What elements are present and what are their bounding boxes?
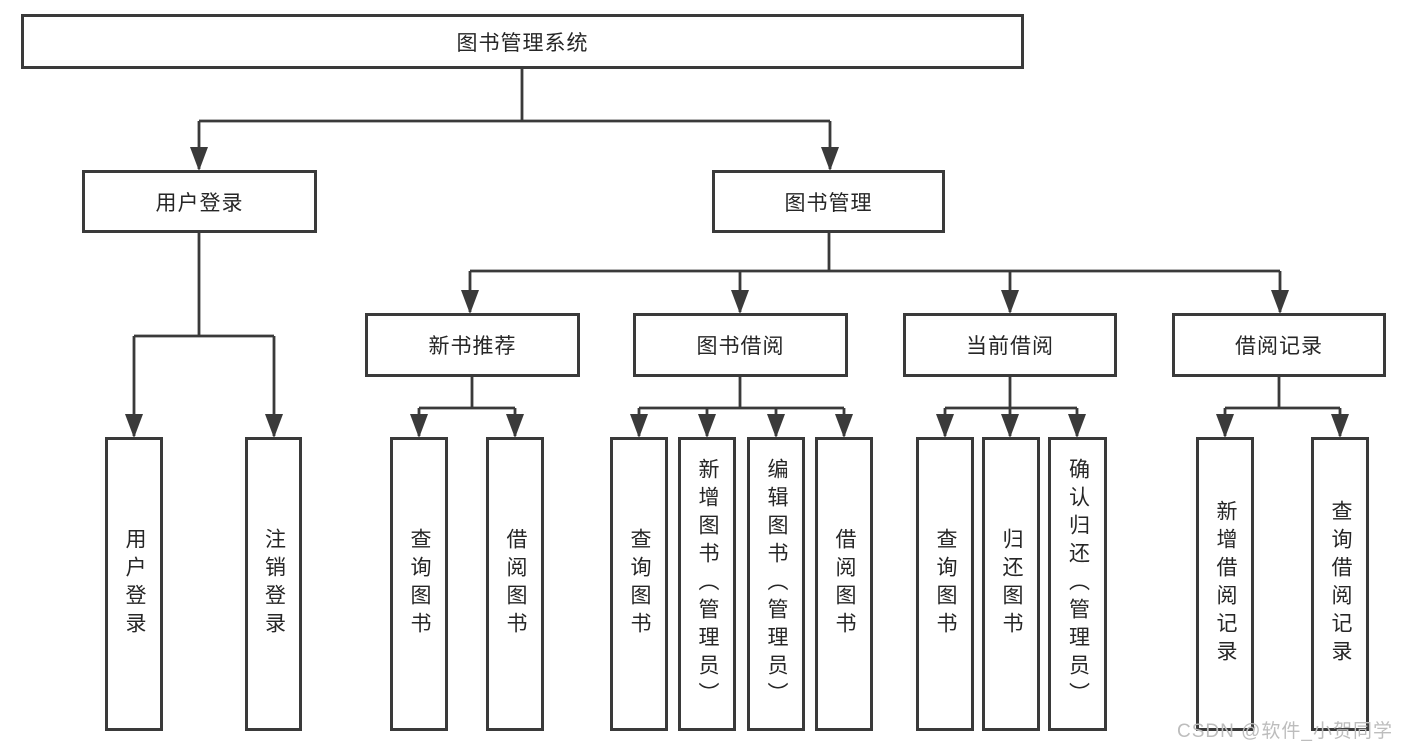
leaf-edit-books-admin-label: 编辑图书（管理员） — [765, 458, 788, 710]
node-current-borrow: 当前借阅 — [903, 313, 1117, 377]
leaf-add-borrow-record-label: 新增借阅记录 — [1214, 500, 1237, 668]
csdn-watermark: CSDN @软件_小贺同学 — [1177, 721, 1393, 742]
node-user-login-label: 用户登录 — [155, 191, 244, 215]
leaf-borrow-books-label: 借阅图书 — [833, 528, 856, 640]
node-book-borrow: 图书借阅 — [633, 313, 848, 377]
leaf-query-borrow-record: 查询借阅记录 — [1311, 437, 1369, 731]
leaf-add-books-admin: 新增图书（管理员） — [678, 437, 736, 731]
node-new-book-recommend: 新书推荐 — [365, 313, 580, 377]
node-borrow-records-label: 借阅记录 — [1235, 335, 1323, 358]
node-borrow-records: 借阅记录 — [1172, 313, 1386, 377]
leaf-query-books-borrow: 查询图书 — [610, 437, 668, 731]
leaf-edit-books-admin: 编辑图书（管理员） — [747, 437, 805, 731]
leaf-confirm-return-admin-label: 确认归还（管理员） — [1066, 458, 1090, 710]
leaf-logout-label: 注销登录 — [262, 528, 286, 640]
tree-trunk-lines — [134, 69, 1340, 410]
node-root: 图书管理系统 — [21, 14, 1024, 69]
node-root-label: 图书管理系统 — [456, 31, 589, 55]
leaf-query-books-recommend-label: 查询图书 — [408, 528, 431, 640]
leaf-user-login-label: 用户登录 — [123, 528, 146, 640]
leaf-confirm-return-admin: 确认归还（管理员） — [1048, 437, 1107, 731]
leaf-borrow-books-recommend-label: 借阅图书 — [504, 528, 527, 640]
leaf-return-books-label: 归还图书 — [1000, 528, 1023, 640]
node-book-borrow-label: 图书借阅 — [696, 335, 785, 358]
leaf-query-books-recommend: 查询图书 — [390, 437, 448, 731]
leaf-query-books-current: 查询图书 — [916, 437, 974, 731]
node-new-book-recommend-label: 新书推荐 — [428, 335, 517, 358]
leaf-query-books-current-label: 查询图书 — [934, 528, 957, 640]
node-book-management-label: 图书管理 — [784, 191, 873, 215]
leaf-add-books-admin-label: 新增图书（管理员） — [696, 458, 719, 710]
leaf-logout: 注销登录 — [245, 437, 302, 731]
leaf-query-borrow-record-label: 查询借阅记录 — [1329, 500, 1352, 668]
node-current-borrow-label: 当前借阅 — [966, 335, 1054, 358]
leaf-query-books-borrow-label: 查询图书 — [628, 528, 651, 640]
leaf-borrow-books: 借阅图书 — [815, 437, 873, 731]
leaf-return-books: 归还图书 — [982, 437, 1040, 731]
node-book-management: 图书管理 — [712, 170, 945, 233]
leaf-user-login: 用户登录 — [105, 437, 163, 731]
leaf-add-borrow-record: 新增借阅记录 — [1196, 437, 1254, 731]
leaf-borrow-books-recommend: 借阅图书 — [486, 437, 544, 731]
node-user-login: 用户登录 — [82, 170, 317, 233]
